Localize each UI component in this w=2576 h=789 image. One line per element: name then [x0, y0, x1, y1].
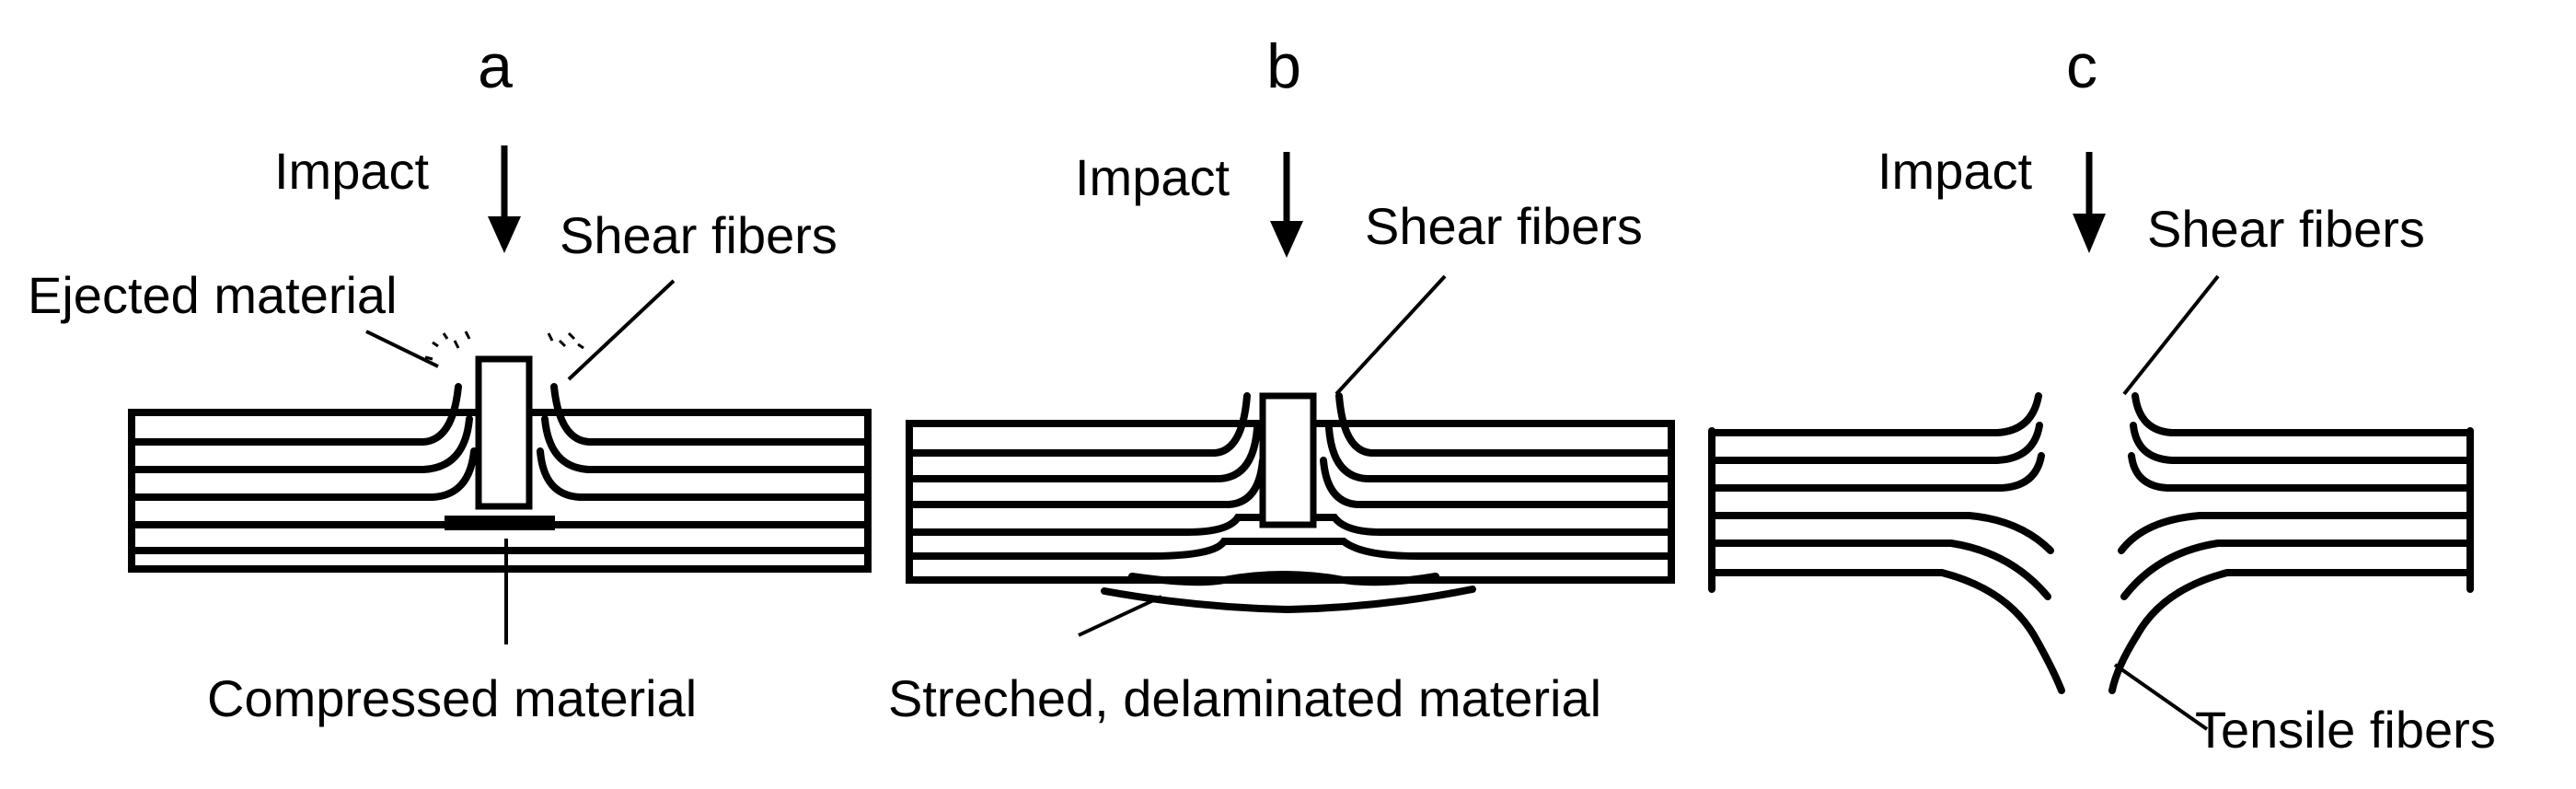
panel-c-right-laminate — [2108, 392, 2474, 694]
panel-a: a Impact Shear fibers Ejected material — [28, 31, 872, 727]
panel-c-shear-label: Shear fibers — [2147, 200, 2425, 258]
panel-b-delaminated-label: Streched, delaminated material — [888, 669, 1601, 727]
panel-a-debris — [424, 331, 584, 361]
panel-c-letter: c — [2066, 31, 2097, 101]
panel-a-shear-pointer — [567, 279, 676, 381]
panel-b-impactor-plug — [1259, 392, 1317, 528]
panel-b-delaminated-layer — [1101, 586, 1476, 614]
panel-c-tensile-label: Tensile fibers — [2195, 701, 2496, 759]
panel-b-shear-pointer — [1334, 274, 1447, 396]
panel-a-impact-arrow-icon — [488, 145, 521, 253]
panel-a-compressed-label: Compressed material — [207, 669, 697, 727]
panel-c: c Impact Shear fibers — [1708, 31, 2496, 759]
panel-b-shear-label: Shear fibers — [1365, 197, 1643, 255]
panel-b: b Impact Shear fibers Streched, delamina… — [888, 31, 1675, 727]
panel-c-impact-label: Impact — [1877, 142, 2032, 200]
panel-a-impactor-plug — [475, 355, 533, 510]
panel-c-left-laminate — [1708, 392, 2065, 694]
panel-a-ejected-label: Ejected material — [28, 266, 398, 324]
panel-c-tensile-pointer — [2113, 663, 2209, 731]
panel-b-impact-arrow-icon — [1270, 152, 1303, 258]
panel-a-ejected-pointer — [365, 330, 439, 368]
panel-a-letter: a — [478, 31, 513, 101]
panel-a-compressed-zone — [445, 516, 555, 530]
panel-a-shear-label: Shear fibers — [560, 206, 837, 264]
panel-b-delaminated-pointer — [1078, 595, 1162, 637]
panel-b-letter: b — [1266, 31, 1301, 101]
panel-b-impact-label: Impact — [1075, 148, 1230, 206]
panel-a-impact-label: Impact — [274, 142, 429, 200]
panel-c-shear-pointer — [2122, 274, 2220, 396]
panel-b-stretched-layer — [1128, 571, 1439, 586]
panel-c-impact-arrow-icon — [2073, 152, 2106, 253]
